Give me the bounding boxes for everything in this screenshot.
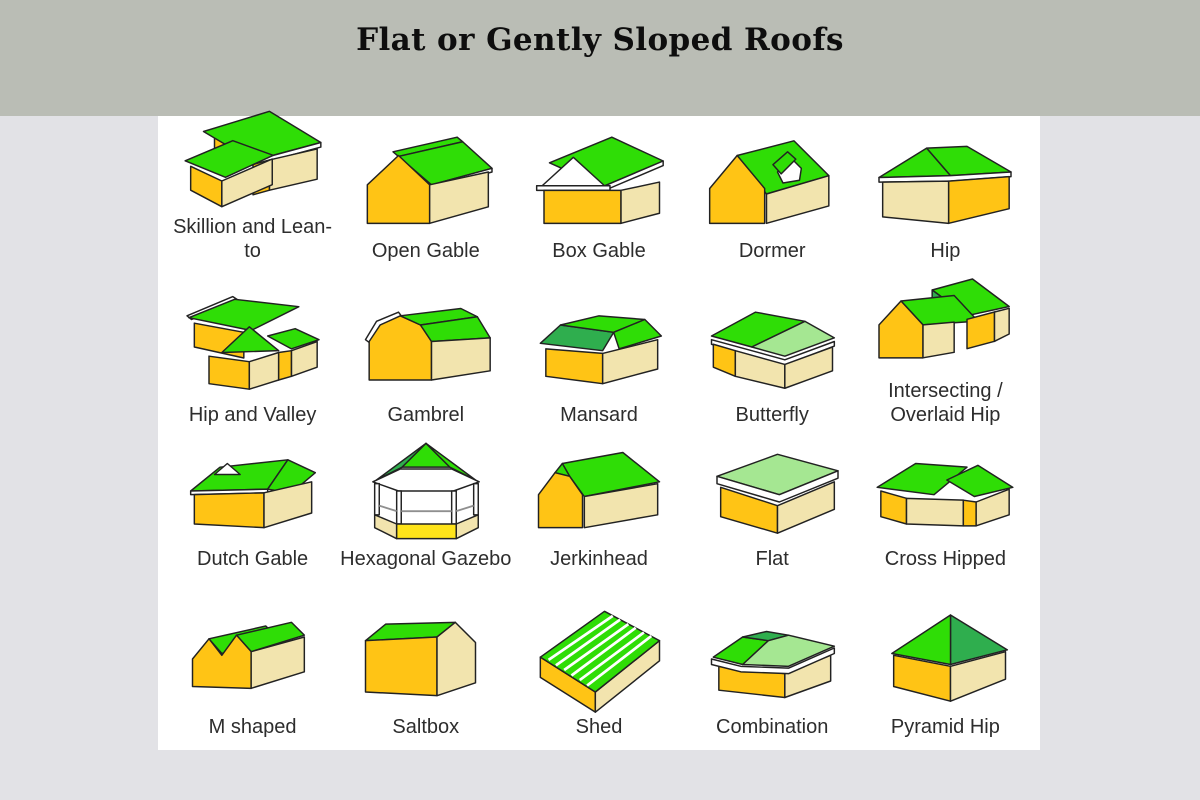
roof-label: Saltbox — [392, 716, 460, 738]
roof-label: Dutch Gable — [197, 548, 309, 570]
roof-label: Jerkinhead — [550, 548, 648, 570]
roof-cell-dutch-gable: Dutch Gable — [166, 430, 339, 574]
jerkinhead-illustration — [537, 451, 661, 529]
gambrel-illustration — [364, 307, 491, 381]
hip-and-valley-illustration — [185, 295, 320, 390]
box-gable-illustration — [535, 136, 664, 225]
page-title: Flat or Gently Sloped Roofs — [356, 22, 844, 58]
m-shaped-illustration — [191, 621, 305, 690]
flat-illustration — [716, 453, 839, 534]
roof-cell-cross-hipped: Cross Hipped — [859, 430, 1032, 574]
roof-label: Dormer — [738, 240, 806, 262]
roof-cell-butterfly: Butterfly — [686, 266, 859, 430]
roof-cell-skillion-and-lean-to: Skillion and Lean-to — [166, 110, 339, 266]
skillion-and-lean-to-illustration — [184, 110, 322, 208]
roof-label: Hexagonal Gazebo — [340, 548, 512, 570]
roof-grid: Skillion and Lean-to Open Gable Box Gab — [158, 110, 1040, 750]
roof-label: Gambrel — [387, 404, 465, 426]
roof-cell-mansard: Mansard — [512, 266, 685, 430]
roof-cell-saltbox: Saltbox — [339, 574, 512, 742]
roof-cell-dormer: Dormer — [686, 120, 859, 266]
hip-illustration — [878, 145, 1013, 225]
roof-label: Box Gable — [552, 240, 646, 262]
roof-label: Combination — [716, 716, 829, 738]
roof-cell-pyramid-hip: Pyramid Hip — [859, 574, 1032, 742]
roof-cell-combination: Combination — [686, 574, 859, 742]
roof-cell-shed: Shed — [512, 574, 685, 742]
dutch-gable-illustration — [189, 459, 316, 529]
roof-label: M shaped — [208, 716, 297, 738]
roof-label: Pyramid Hip — [890, 716, 1000, 738]
butterfly-illustration — [710, 311, 836, 389]
dormer-illustration — [709, 140, 830, 225]
roof-cell-open-gable: Open Gable — [339, 120, 512, 266]
cross-hipped-illustration — [876, 462, 1014, 527]
saltbox-illustration — [364, 621, 477, 697]
roof-cell-gambrel: Gambrel — [339, 266, 512, 430]
roof-cell-box-gable: Box Gable — [512, 120, 685, 266]
mansard-illustration — [539, 315, 663, 385]
hexagonal-gazebo-illustration — [371, 442, 480, 540]
roof-diagram-panel: Skillion and Lean-to Open Gable Box Gab — [158, 110, 1040, 750]
roof-cell-m-shaped: M shaped — [166, 574, 339, 742]
intersecting-overlaid-hip-illustration — [878, 278, 1011, 359]
roof-cell-hip: Hip — [859, 120, 1032, 266]
open-gable-illustration — [366, 136, 493, 225]
roof-label: Hip and Valley — [188, 404, 317, 426]
roof-label: Hip — [930, 240, 961, 262]
roof-label: Shed — [575, 716, 623, 738]
roof-label: Butterfly — [735, 404, 809, 426]
roof-label: Mansard — [560, 404, 638, 426]
roof-label: Cross Hipped — [884, 548, 1006, 570]
roof-label: Flat — [755, 548, 789, 570]
pyramid-hip-illustration — [891, 614, 1009, 702]
header-band: Flat or Gently Sloped Roofs — [0, 0, 1200, 116]
roof-cell-hip-and-valley: Hip and Valley — [166, 266, 339, 430]
shed-illustration — [539, 610, 661, 713]
roof-label: Skillion and Lean-to — [173, 216, 333, 262]
roof-label: Open Gable — [371, 240, 480, 262]
roof-cell-hexagonal-gazebo: Hexagonal Gazebo — [339, 430, 512, 574]
roof-label: Intersecting / Overlaid Hip — [888, 380, 1003, 426]
combination-illustration — [710, 630, 836, 699]
roof-cell-jerkinhead: Jerkinhead — [512, 430, 685, 574]
roof-cell-flat: Flat — [686, 430, 859, 574]
roof-cell-intersecting-overlaid-hip: Intersecting / Overlaid Hip — [859, 266, 1032, 430]
